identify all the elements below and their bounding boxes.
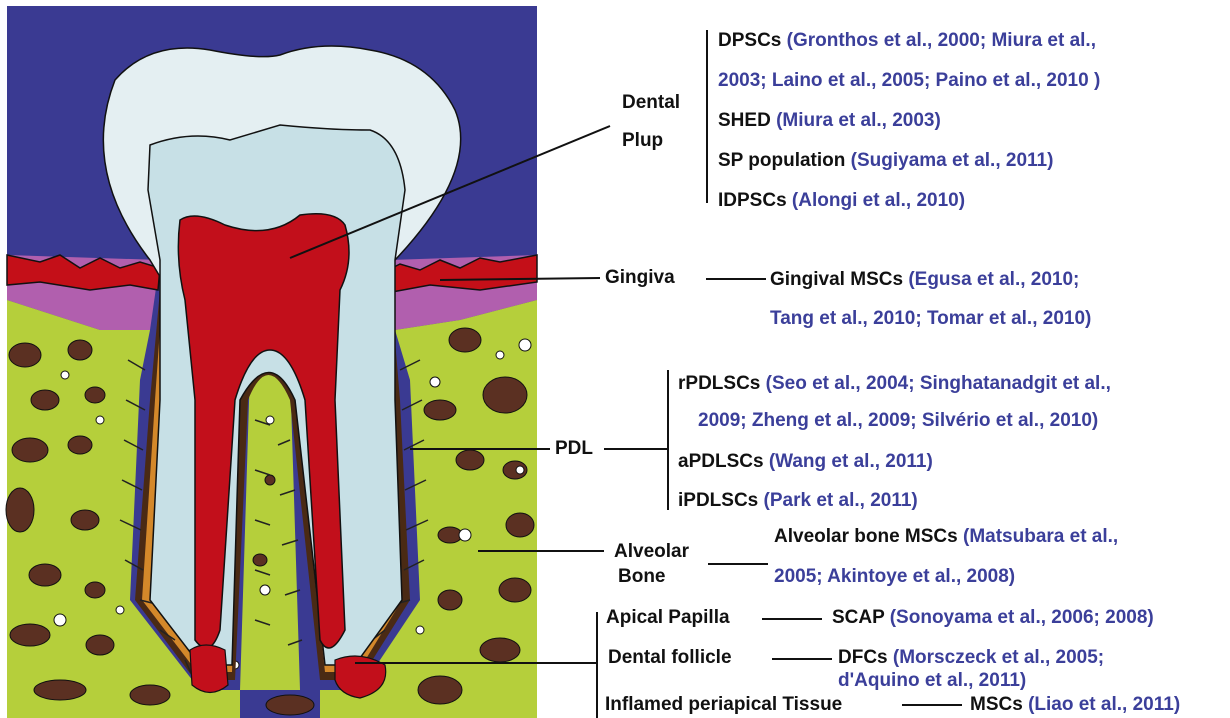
pdl-entry: iPDLSCs (Park et al., 2011) [678, 490, 918, 512]
pulp-entry: DPSCs (Gronthos et al., 2000; Miura et a… [718, 30, 1096, 52]
apical-entry: SCAP (Sonoyama et al., 2006; 2008) [832, 607, 1154, 629]
follicle-entry: d'Aquino et al., 2011) [838, 670, 1026, 692]
alveolar-entry: 2005; Akintoye et al., 2008) [774, 566, 1015, 588]
pdl-label: PDL [555, 438, 593, 460]
alveolar-bone-label-2: Bone [618, 566, 666, 588]
pdl-entry: rPDLSCs (Seo et al., 2004; Singhatanadgi… [678, 373, 1111, 395]
apical-tissue [190, 645, 228, 693]
gingiva-entry: Gingival MSCs (Egusa et al., 2010; [770, 269, 1079, 291]
dental-follicle-label: Dental follicle [608, 647, 732, 669]
alveolar-bone-label: Alveolar [614, 541, 689, 563]
pulp-entry: SP population (Sugiyama et al., 2011) [718, 150, 1053, 172]
pdl-entry: aPDLSCs (Wang et al., 2011) [678, 451, 933, 473]
dental-pulp-label-2: Plup [622, 130, 663, 152]
pulp-entry: SHED (Miura et al., 2003) [718, 110, 941, 132]
gingiva-label: Gingiva [605, 267, 675, 289]
alveolar-entry: Alveolar bone MSCs (Matsubara et al., [774, 526, 1118, 548]
apical-papilla-label: Apical Papilla [606, 607, 730, 629]
pulp-entry: IDPSCs (Alongi et al., 2010) [718, 190, 965, 212]
pdl-entry: 2009; Zheng et al., 2009; Silvério et al… [698, 410, 1098, 432]
gingiva-entry: Tang et al., 2010; Tomar et al., 2010) [770, 308, 1091, 330]
dental-pulp-label: Dental [622, 92, 680, 114]
inflamed-periapical-label: Inflamed periapical Tissue [605, 694, 842, 716]
pulp-entry: 2003; Laino et al., 2005; Paino et al., … [718, 70, 1100, 92]
inflamed-entry: MSCs (Liao et al., 2011) [970, 694, 1180, 716]
follicle-entry: DFCs (Morsczeck et al., 2005; [838, 647, 1104, 669]
